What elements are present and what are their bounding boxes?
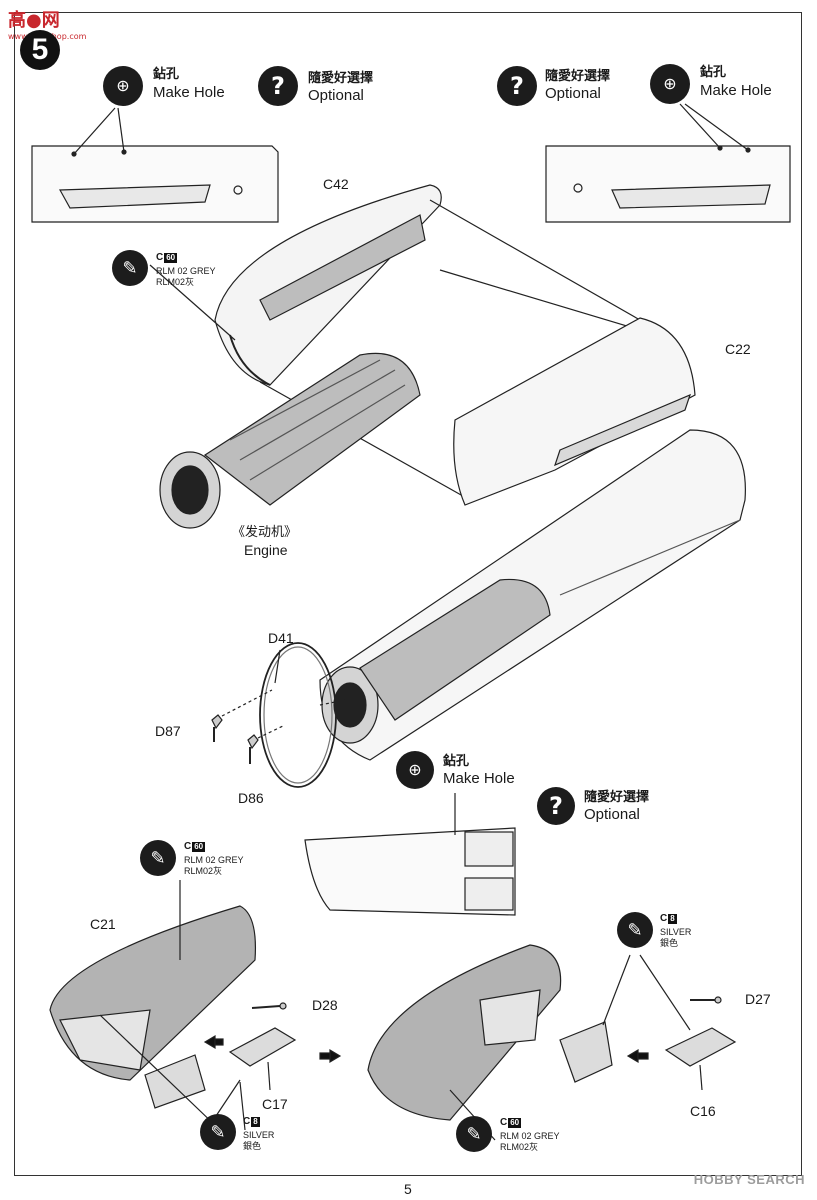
paint-brush-icon: ✎ [200,1114,236,1150]
engine-en-label: Engine [244,542,288,558]
part-label-c16: C16 [690,1103,716,1119]
c22-shell-drawing [453,317,696,506]
drill-icon: ⊕ [396,751,434,789]
paint-name-rlm02-cn: RLM02灰 [500,1142,539,1152]
part-label-d28: D28 [312,997,338,1013]
paint-name-silver: SILVER [243,1130,275,1140]
paint-name-rlm02: RLM 02 GREY [156,266,216,276]
optional-cn-label: 隨愛好選擇 [308,71,374,86]
question-icon: ? [537,787,575,825]
right-panel-drawing [545,145,791,223]
fuselage-assembled-drawing [319,429,746,761]
paint-name-rlm02-cn: RLM02灰 [184,866,223,876]
engine-top-drawing [159,352,421,529]
paint-name-rlm02: RLM 02 GREY [500,1131,560,1141]
make-hole-en-label: Make Hole [153,84,225,101]
make-hole-cn-label: 鉆孔 [700,65,727,80]
make-hole-cn-label: 鉆孔 [443,754,470,769]
step-number-badge: 5 [20,30,60,70]
make-hole-en-label: Make Hole [443,770,515,787]
make-hole-en-label: Make Hole [700,82,772,99]
page-frame [14,12,802,1176]
optional-cn-label: 隨愛好選擇 [545,69,611,84]
d41-ring-drawing [259,642,337,788]
make-hole-cn-label: 鉆孔 [153,67,180,82]
paint-brush-icon: ✎ [617,912,653,948]
question-icon: ? [258,66,298,106]
page-number: 5 [404,1181,412,1197]
question-icon: ? [497,66,537,106]
c17-part-drawing [228,1002,297,1067]
paint-name-rlm02: RLM 02 GREY [184,855,244,865]
part-label-c42: C42 [323,176,349,192]
paint-name-silver: SILVER [660,927,692,937]
drill-icon: ⊕ [103,66,143,106]
paint-brush-icon: ✎ [456,1116,492,1152]
part-label-d86: D86 [238,790,264,806]
optional-en-label: Optional [308,87,364,104]
c42-shell-drawing [214,184,442,386]
part-label-c21: C21 [90,916,116,932]
left-panel-drawing [31,145,279,223]
optional-en-label: Optional [584,806,640,823]
part-label-d27: D27 [745,991,771,1007]
paint-name-rlm02-cn: RLM02灰 [156,277,195,287]
paint-brush-icon: ✎ [112,250,148,286]
right-assembly-drawing [367,944,613,1121]
paint-name-silver-cn: 銀色 [660,938,679,948]
optional-en-label: Optional [545,85,601,102]
part-label-c17: C17 [262,1096,288,1112]
hobby-search-logo: HOBBY SEARCH [693,1172,805,1187]
c21-part-drawing [49,905,257,1109]
engine-cn-label: 《发动机》 [232,525,298,540]
paint-brush-icon: ✎ [140,840,176,876]
watermark-main: 高●网 [8,10,60,31]
drill-icon: ⊕ [650,64,690,104]
optional-cn-label: 隨愛好選擇 [584,790,650,805]
part-label-c22: C22 [725,341,751,357]
part-label-d87: D87 [155,723,181,739]
c16-part-drawing [664,996,737,1067]
part-label-d41: D41 [268,630,294,646]
paint-name-silver-cn: 銀色 [243,1141,262,1151]
lower-panel-drawing [304,827,516,916]
